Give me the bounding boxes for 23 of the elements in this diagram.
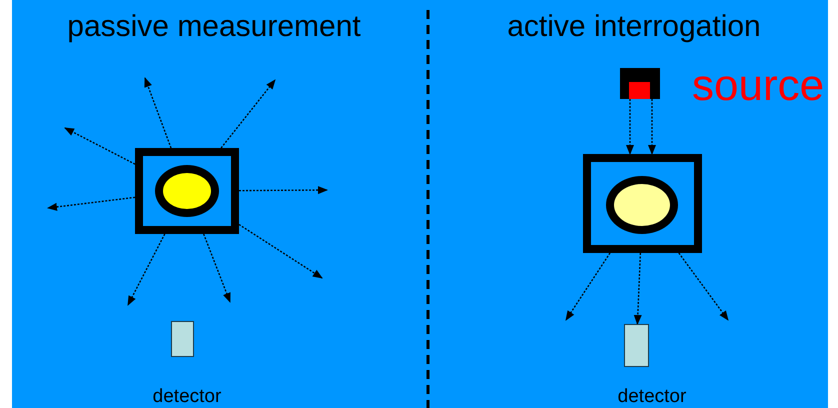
panel-title: passive measurement [66,12,362,42]
frame-box [583,154,702,253]
panel-title: active interrogation [506,12,762,42]
frame-box [135,148,239,234]
arrow [64,127,136,165]
detector-box [624,324,649,367]
arrow [238,224,323,279]
node-caption: detector [616,385,688,408]
arrow [678,252,729,321]
arrow [239,186,328,194]
detector-box [171,321,194,357]
arrow [648,99,656,155]
arrow [203,234,231,303]
arrow [127,234,166,306]
arrow [626,99,634,155]
arrow [47,196,136,211]
arrow [634,252,642,325]
arrow [144,77,172,148]
arrow [220,79,276,148]
source-box [620,68,660,99]
node-caption: source [692,64,824,108]
arrow [565,252,611,321]
node-caption: detector [152,385,222,408]
